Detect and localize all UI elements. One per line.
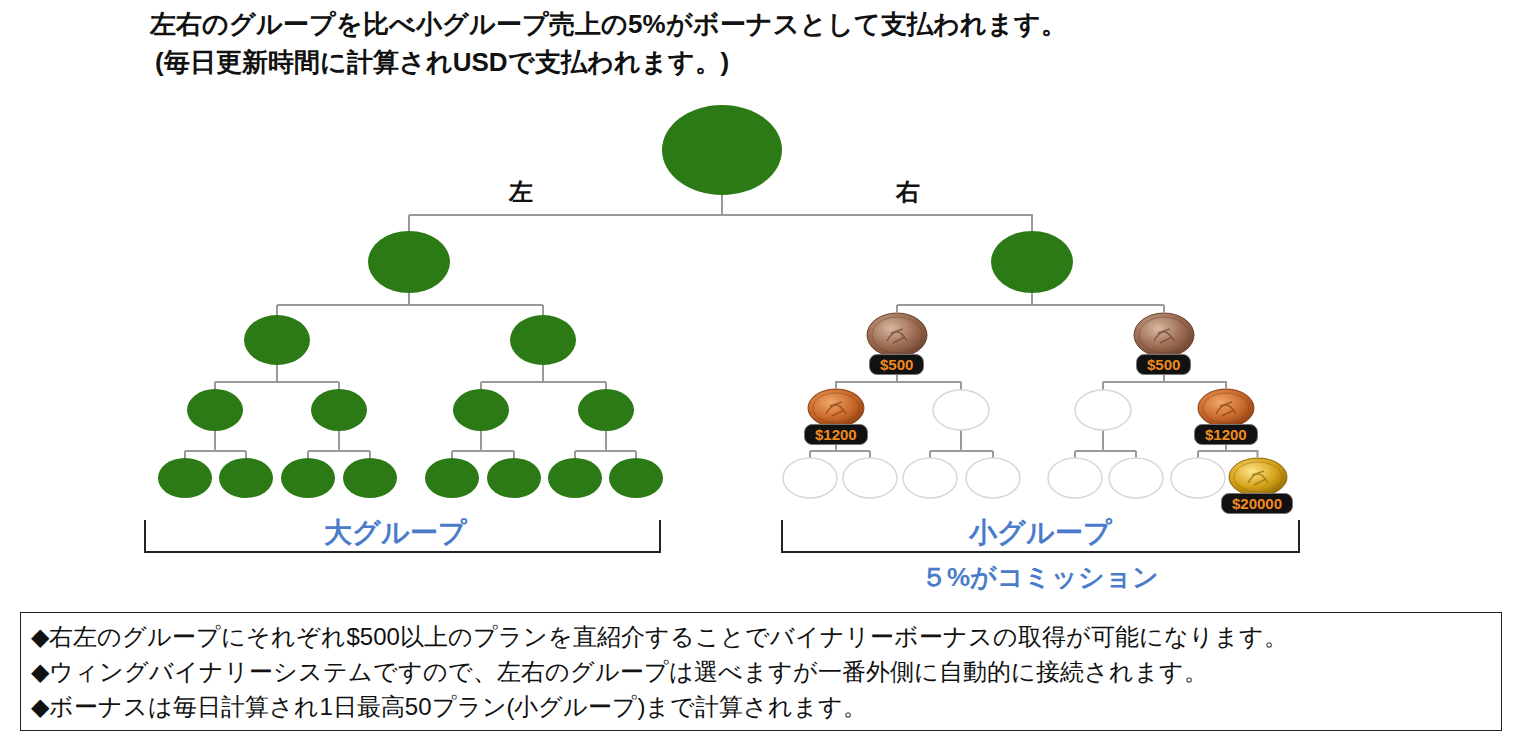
title-text: 左右のグループを比べ小グループ売上の5%がボーナスとして支払われます。 bbox=[150, 8, 1067, 40]
coin-icon bbox=[866, 312, 928, 358]
note-line: ◆ボーナスは毎日計算され1日最高50プラン(小グループ)まで計算されます。 bbox=[31, 689, 1491, 724]
group-label: 小グループ bbox=[965, 517, 1116, 549]
note-line: ◆ウィングバイナリーシステムですので、左右のグループは選べますが一番外側に自動的… bbox=[31, 654, 1491, 689]
member-circles bbox=[158, 105, 1073, 498]
coin-node: $500 bbox=[1133, 312, 1195, 375]
amount-tag: $1200 bbox=[1194, 424, 1258, 445]
tree-lines bbox=[185, 195, 1257, 458]
group-label: 大グループ bbox=[320, 517, 471, 549]
tree-connector bbox=[1226, 445, 1258, 457]
coin-icon bbox=[807, 388, 865, 428]
amount-tag: $20000 bbox=[1221, 493, 1293, 514]
group-brackets bbox=[145, 520, 1299, 552]
empty-circles bbox=[783, 390, 1225, 498]
coin-node: $20000 bbox=[1219, 457, 1296, 514]
coin-icon bbox=[1228, 457, 1288, 497]
tree-connector bbox=[1164, 375, 1226, 388]
tree-connector bbox=[836, 375, 897, 388]
coin-node: $500 bbox=[866, 312, 928, 375]
amount-tag: $500 bbox=[869, 354, 924, 375]
side-label: 左 bbox=[506, 178, 536, 206]
amount-tag: $1200 bbox=[804, 424, 868, 445]
coin-icon bbox=[1133, 312, 1195, 358]
note-line: ◆右左のグループにそれぞれ$500以上のプランを直紹介することでバイナリーボーナ… bbox=[31, 619, 1491, 654]
side-label: 右 bbox=[893, 178, 923, 206]
coin-node: $1200 bbox=[1192, 388, 1260, 445]
coin-icon bbox=[1197, 388, 1255, 428]
commission-label: ５%がコミッション bbox=[917, 562, 1163, 592]
note-box: ◆右左のグループにそれぞれ$500以上のプランを直紹介することでバイナリーボーナ… bbox=[20, 612, 1502, 731]
subtitle-text: (毎日更新時間に計算されUSDで支払われます。) bbox=[155, 46, 729, 78]
coin-node: $1200 bbox=[802, 388, 870, 445]
amount-tag: $500 bbox=[1136, 354, 1191, 375]
